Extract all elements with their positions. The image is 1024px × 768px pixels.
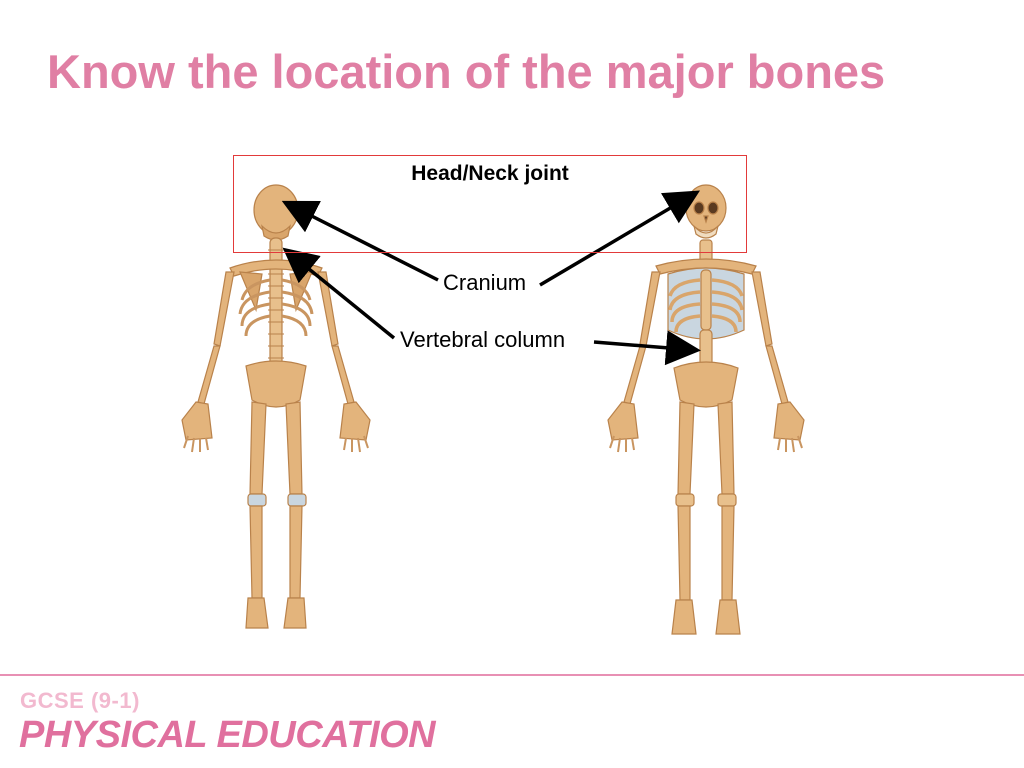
skeleton-front-view	[607, 184, 805, 635]
vertebral-column-label: Vertebral column	[400, 327, 566, 352]
pelvis-back	[245, 360, 307, 408]
head-neck-joint-label: Head/Neck joint	[411, 162, 569, 185]
footer-divider	[0, 674, 1024, 676]
slide-title: Know the location of the major bones	[47, 45, 886, 98]
skeleton-diagram	[181, 184, 805, 635]
pelvis-front	[673, 361, 739, 408]
footer-subject-logo: PHYSICAL EDUCATION	[19, 714, 436, 756]
arrow-cranium-front	[539, 190, 701, 287]
footer-gcse-label: GCSE (9-1)	[20, 688, 140, 713]
arrow-vertebral-back	[282, 247, 396, 340]
arrow-vertebral-front	[593, 330, 701, 366]
head-neck-highlight-box	[233, 155, 747, 253]
annotation-arrows	[281, 190, 701, 366]
arrow-cranium-back	[281, 200, 439, 282]
cranium-label: Cranium	[443, 270, 527, 295]
